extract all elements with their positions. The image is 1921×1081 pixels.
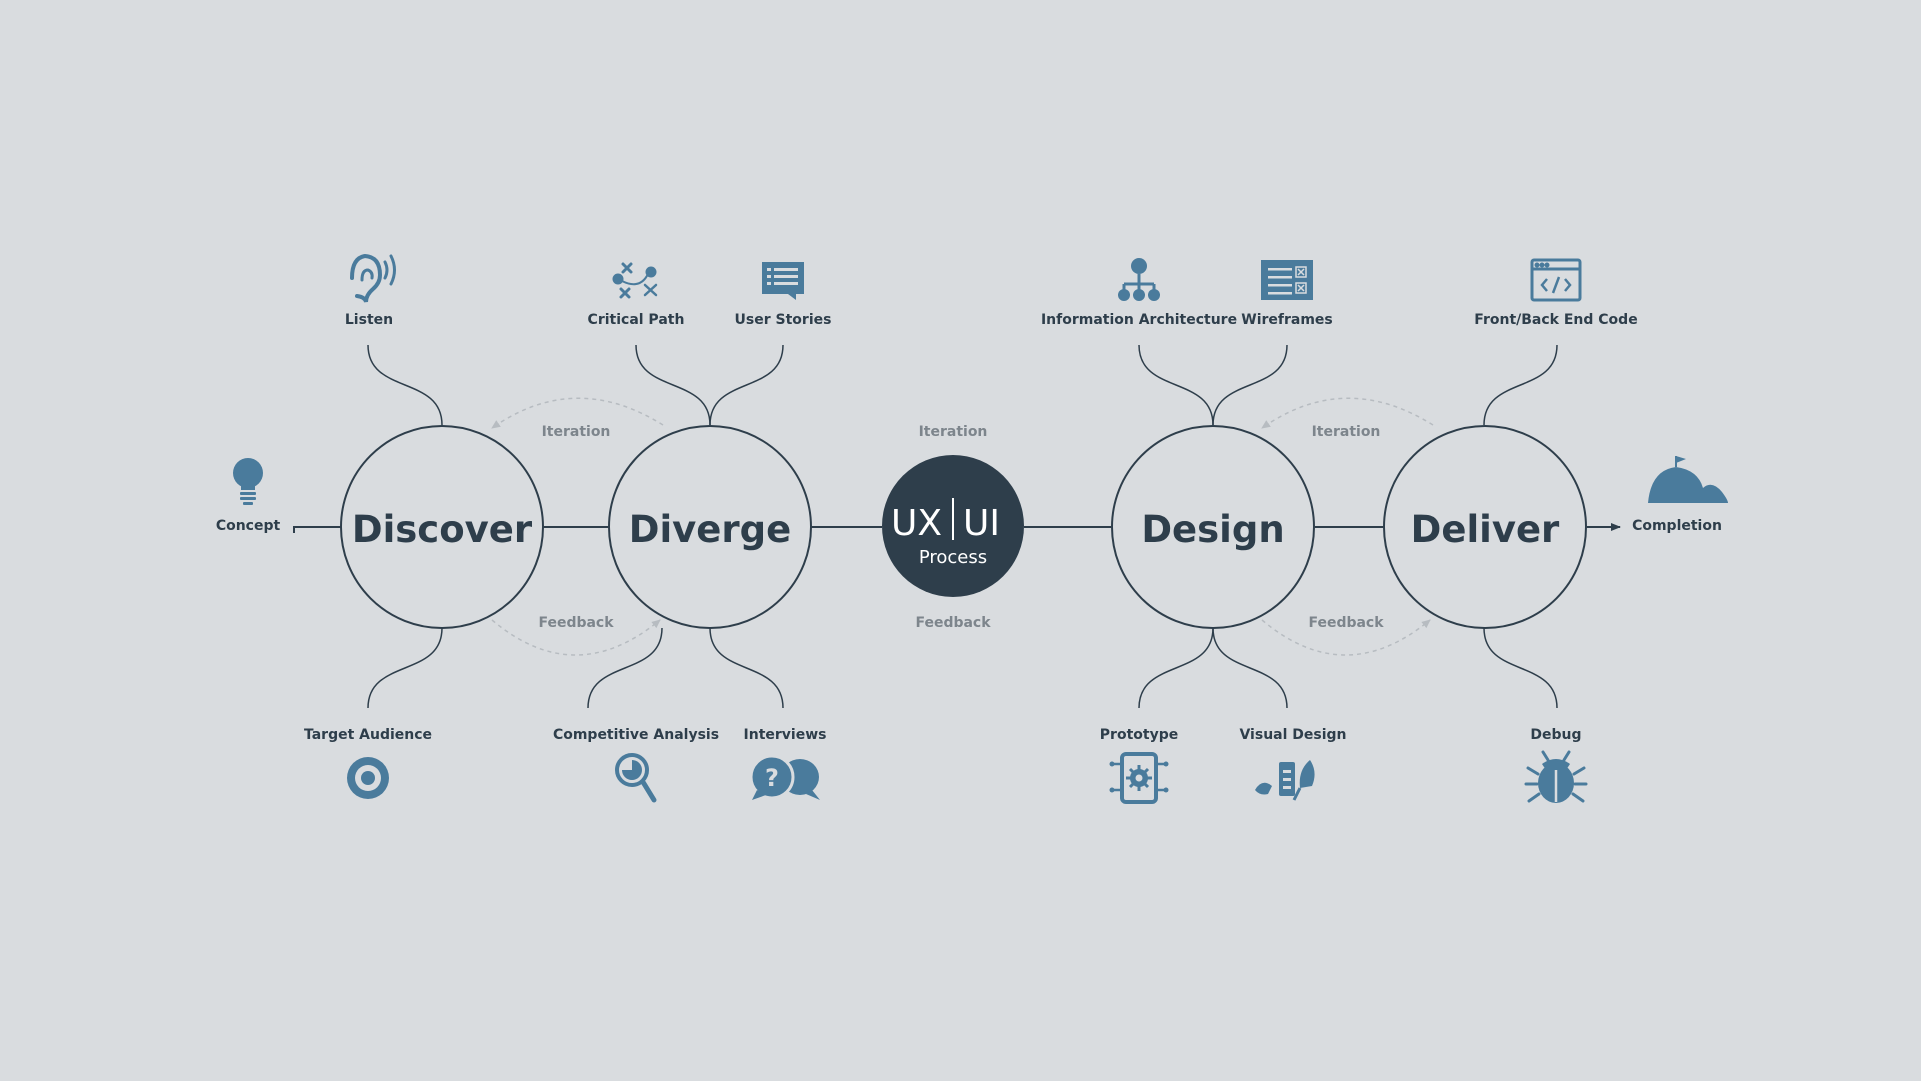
speech-bubbles-icon: ? [749,754,820,800]
magnifier-chart-icon [615,753,657,803]
stage-circle-discover [340,425,544,629]
connector-visual-design [1212,627,1288,709]
stage-label-diverge: Diverge [629,508,791,551]
item-label-listen: Listen [345,312,393,328]
item-label-prototype: Prototype [1100,727,1178,743]
item-label-information-architecture: Information Architecture [1041,312,1237,328]
stage-label-design: Design [1141,508,1284,551]
stage-circle-design [1111,425,1315,629]
feedback-label-left: Feedback [538,615,614,631]
iteration-label-right: Iteration [1312,424,1381,440]
mountain-flag-icon [1648,456,1728,503]
iteration-arc-right [1261,397,1434,429]
device-gear-icon [1109,752,1169,804]
start-label: Concept [216,518,281,534]
ear-icon [350,253,396,303]
svg-text:?: ? [765,764,779,792]
item-label-front-back-end-code: Front/Back End Code [1474,312,1637,328]
iteration-arc-left [491,397,664,429]
loop-arcs [491,397,1434,656]
connector-competitive-analysis [587,627,663,709]
center-label-ui: UI [963,503,1000,544]
connector-user-stories [709,344,784,426]
connector-debug [1483,627,1558,709]
feedback-label-right: Feedback [1308,615,1384,631]
stage-circle-diverge [608,425,812,629]
stage-circles [340,425,1587,629]
feedback-arc-left [491,619,661,656]
item-label-target-audience: Target Audience [304,727,432,743]
list-board-icon [762,262,804,300]
item-label-debug: Debug [1530,727,1581,743]
path-icon [612,262,658,299]
connector-critical-path [635,344,711,426]
connector-interviews [709,627,784,709]
lightbulb-icon [233,458,263,505]
connector-front-back-end-code [1483,344,1558,426]
feedback-label-center: Feedback [915,615,991,631]
brush-pen-icon [1255,760,1315,801]
stage-label-deliver: Deliver [1411,508,1560,551]
end-label: Completion [1632,518,1722,534]
item-label-visual-design: Visual Design [1239,727,1346,743]
target-icon [347,757,389,799]
connector-listen [367,344,443,426]
connector-prototype [1138,627,1214,709]
item-label-wireframes: Wireframes [1241,312,1333,328]
connector-target-audience [367,627,443,709]
stage-label-discover: Discover [352,508,533,551]
timeline [293,523,1621,533]
item-label-critical-path: Critical Path [588,312,685,328]
bug-icon [1524,750,1588,803]
connectors [367,344,1558,709]
feedback-arc-right [1261,619,1431,656]
wireframe-icon [1261,260,1313,300]
center-badge: UX UI Process [882,455,1024,597]
code-window-icon [1530,258,1582,302]
item-label-competitive-analysis: Competitive Analysis [553,727,719,743]
iteration-label-left: Iteration [542,424,611,440]
hierarchy-icon [1118,258,1160,301]
item-label-interviews: Interviews [744,727,827,743]
center-label-ux: UX [891,503,942,544]
iteration-label-center: Iteration [919,424,988,440]
center-label-process: Process [919,547,987,568]
connector-wireframes [1212,344,1288,426]
stage-circle-deliver [1383,425,1587,629]
item-label-user-stories: User Stories [735,312,832,328]
connector-information-architecture [1138,344,1214,426]
